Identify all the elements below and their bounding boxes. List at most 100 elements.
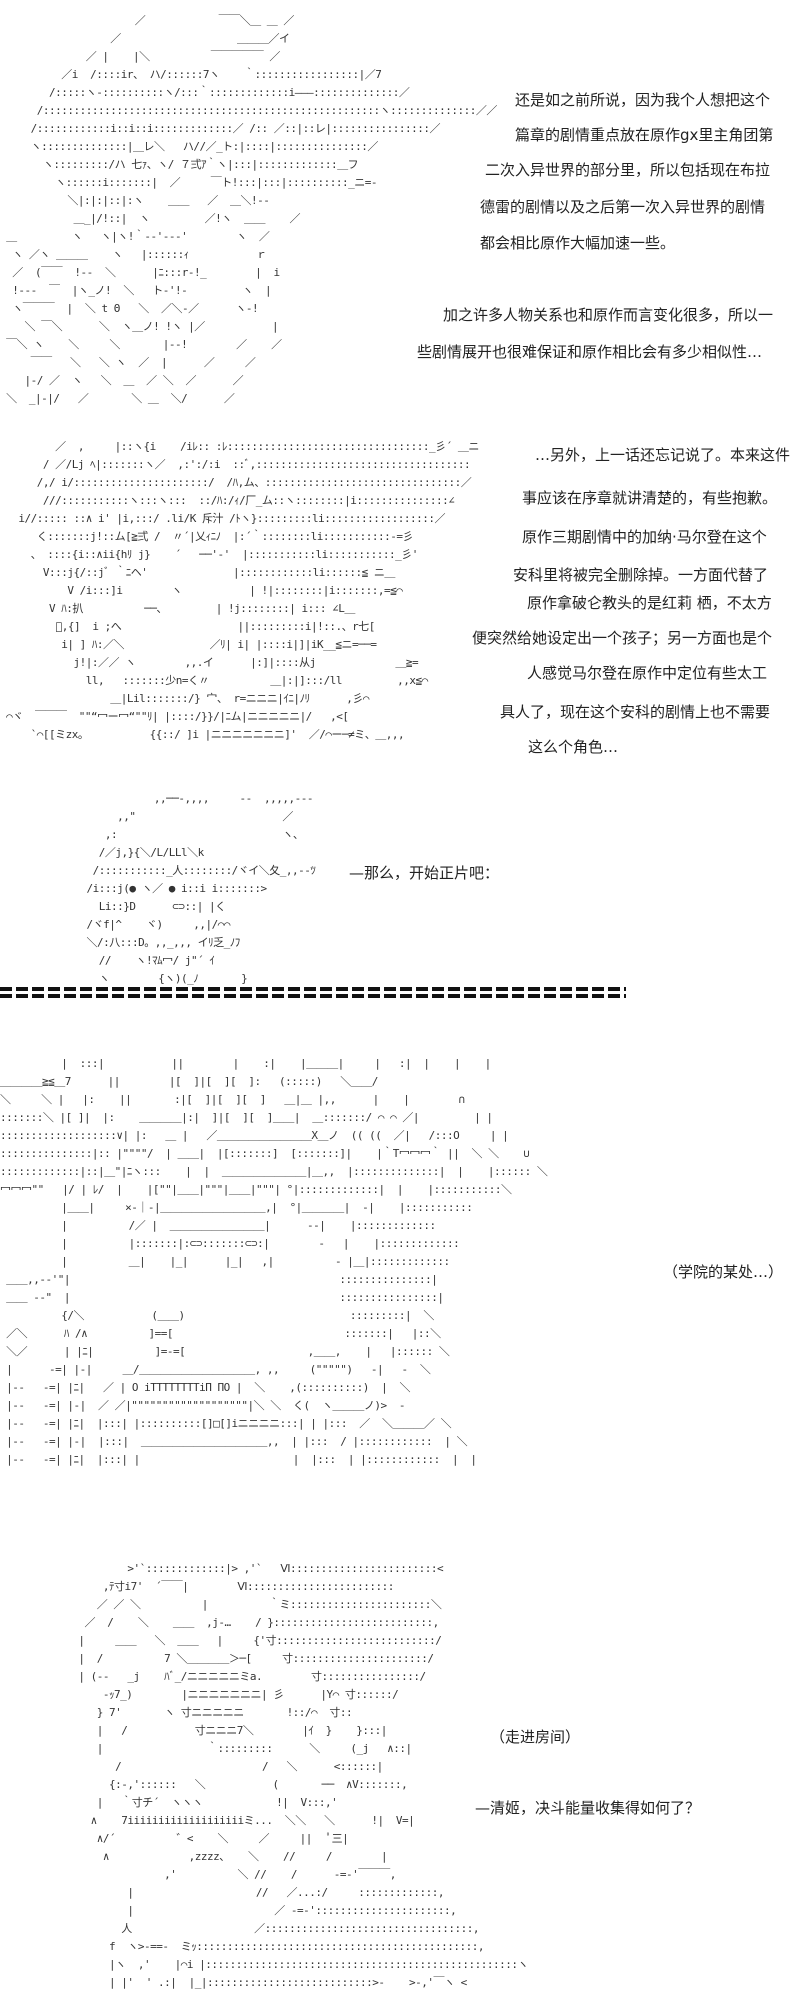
ascii-art-line: ／ (￣￣ !‐‐ ＼ |ﾆ:::r‐!_ | i [0,266,280,279]
ascii-art-line: | |' ' .:| |_|::::::::::::::::::::::::::… [60,1976,467,1989]
intro-note-line: 还是如之前所说，因为我个人想把这个 [515,91,771,109]
extra-note-line: 人感觉马尔登在原作中定位有些太工 [527,664,768,682]
ascii-art-line: ￣＼ ヽ ＼ ＼ |‐‐! ／ ／ [0,338,282,351]
extra-note-line: 安科里将被完全删除掉。一方面代替了 [513,566,769,584]
ascii-art-line: | // ／...:/ :::::::::::::, [60,1886,444,1899]
start-line: —那么，开始正片吧： [349,864,500,882]
extra-note-line: 具人了，现在这个安科的剧情上也不需要 [500,703,771,721]
ascii-art-line: |‐‐ -=| |ﾆ| |:::| |::::::::::[]□[]iニニニニ:… [0,1417,452,1430]
ascii-art-line: ／i /::::ir、 ハ/::::::7ヽ ｀::::::::::::::::… [0,68,382,81]
extra-note-line: 这么个角色… [528,738,619,756]
ascii-art-line: ￣￣ ＼ ＼ ヽ ／ | ／ ／ [0,356,256,369]
ascii-art-line: ,," ／ [62,810,293,823]
ascii-art-line: ／ / ＼ ＿＿ ,j‐… / }:::::::::::::::::::::::… [60,1616,439,1629]
ascii-art-line: /ヾf|^ ヾ) ,,|/⌒⌒ [62,918,230,931]
ascii-art-line: ／ ／ ＼ | ｀ミ:::::::::::::::::::::::＼ [60,1598,442,1611]
ascii-art-line: / ／/Lj ﾍ|:::::::ヽ／ ,:':/:i ::ﾞ,:::::::::… [0,458,471,471]
intro-note-line: 都会相比原作大幅加速一些。 [480,234,676,252]
ascii-art-line: ＼ ￣＼ ＼ ヽ＿ノ! !ヽ |／ | [0,320,279,333]
ascii-art-line: | / 寸ニニニ7＼ |ｲ } }:::| [60,1724,388,1737]
ascii-art-line: ／＼ ﾊ /∧ ]==[ :::::::| |::＼ [0,1327,441,1340]
intro-note-line: 加之许多人物关系也和原作而言变化很多，所以一 [443,306,774,324]
ascii-art-line: ＼ _|‐|/ ／ ＼ ＿ ＼/ ／ [0,392,235,405]
ascii-art-line: ／ | |＼ ￣￣￣￣￣ ／ [0,50,281,63]
ascii-art-line: ＿＿＿＿≧≦＿7 || |[ ]|[ ][ ]: (:::::) ＼＿＿/ [0,1075,378,1088]
ascii-art-line: |‐/ ／ ヽ ＼ ＿ ／ ＼ ／ ／ [0,374,244,387]
ascii-art-line: ∧ ,zzzz、 ＼ // / | [60,1850,388,1863]
ascii-art-line: ／ , |::ヽ{i /iﾚ:: :ﾚ:::::::::::::::::::::… [0,440,479,453]
ascii-art-line: ヽ::::::i:::::::| ／ ￣ト!:::|:::|::::::::::… [0,176,377,189]
ascii-art-line: | ＿| |_| |_| ,| ‐ |＿|::::::::::::: [0,1255,450,1268]
ascii-art-line: ,,──‐,,,, ‐‐ ,,,,,‐‐‐ [62,792,314,805]
ascii-art-line: | |:::::::|:⊂⊃:::::::⊂⊃:| ‐ | |:::::::::… [0,1237,460,1250]
ascii-art-line: {:‐,':::::: ＼ ( ── ∧V:::::::, [60,1778,408,1791]
extra-note-line: …另外，上一话还忘记说了。本来这件 [535,446,791,464]
ascii-art-line: /::::::::::::i::i::i:::::::::::::／ /:: ／… [0,122,441,135]
ascii-art-line: /i:::j(● ヽ／ ● i::i i:::::::> [62,882,267,895]
ascii-art-line: V:::j{/::jﾞ ｀ﾆヘ' |::::::::::::li::::::≦ … [0,566,396,579]
ascii-art-line: {/＼ (＿＿) :::::::::| ＼ [0,1309,434,1322]
ascii-art-line: | / 7 ＼＿＿＿＿＞─[ 寸::::::::::::::::::::::/ [60,1652,434,1665]
ascii-art-line: ＿ ヽ ヽ|ヽ!｀‐‐'-‐-' ヽ ／ [0,230,270,243]
ascii-art-line: V /i:::]i ヽ | !|::::::::|i:::::::,=≦⌒ [0,584,403,597]
ascii-art-line: | ｀寸チ´ ヽヽヽ !| V:::,' [60,1796,338,1809]
ascii-art-line: 、 ::::{i::∧ii{hﾘ j} ´ ──'‐' |:::::::::::… [0,548,419,561]
ascii-art-line: ///:::::::::::ヽ:::ヽ::: ::/ﾊ:/ｨ/厂_ム::ヽ:::… [0,494,455,507]
intro-note-line: 德雷的剧情以及之后第一次入异世界的剧情 [480,198,766,216]
intro-note-line: 二次入异世界的部分里，所以包括现在布拉 [485,161,771,179]
ascii-art-line: } 7' ヽ 寸ニニニニニ !::/⌒ 寸:: [60,1706,353,1719]
section-divider [0,987,626,1001]
ascii-art-line: | ＿＿ ＼ ＿＿ | {'寸:::::::::::::::::::::::::… [60,1634,442,1647]
ascii-art-line: ＿＿,,‐‐'"| :::::::::::::::| [0,1273,438,1286]
enter-caption: （走进房间） [490,1728,581,1746]
ascii-art-line: ヽ￣￣￣ | ＼ t Θ ＼ ／＼‐／ ヽ‐! [0,302,259,315]
ascii-art-line: j!|:／／ ヽ ,,.イ |:]|::::从j ＿≧= [0,656,419,669]
ascii-art-line: ＿|Lil:::::::/} 宀、 r=ニニニ|ｲﾆ|ﾉﾘ ,彡⌒ [0,692,370,705]
extra-note-line: 原作三期剧情中的加纳·马尔登在这个 [522,528,767,546]
ascii-art-line: ヽ {ヽ)(_ﾉ } [62,972,248,985]
ascii-art-line: 冖冖冖"" |/ | ﾚ/ | |[""|＿＿|"""|＿＿|"""| °|::… [0,1183,512,1196]
extra-note-line: 原作拿破仑教头的是红莉 栖，不太方 [527,594,772,612]
ascii-art-line: ⌒ヾ ￣￣￣ ""“冖ー冖“""ﾘ| |::::/}}/|ﾆム|ニニニニニ|/ … [0,710,349,723]
intro-note-line: 些剧情展开也很难保证和原作相比会有多少相似性… [417,343,763,361]
ascii-art-line: ∧ 7iiiiiiiiiiiiiiiiiiiミ... ＼＼ ＼ !| V=| [60,1814,415,1827]
extra-note-line: 便突然给她设定出一个孩子；另一方面也是个 [472,629,773,647]
school-scene-ascii-art: | :::| || | :| |＿＿＿| | :| | | |＿＿＿＿≧≦＿7 … [0,1055,548,1469]
ascii-art-line: /:::::::::::::::::::::::::::::::::::::::… [0,104,498,117]
dialogue-line: —清姬，决斗能量收集得如何了？ [475,1799,701,1817]
extra-note-line: 事应该在序章就讲清楚的，有些抱歉。 [522,489,778,507]
ascii-art-line: ／ ￣￣＼＿ ＿ ／ [0,14,295,27]
scene-caption: （学院的某处…） [663,1263,784,1281]
ascii-art-line: ＼／ | |ﾆ| ]=-=[ ,＿＿, | |:::::: ＼ [0,1345,450,1358]
ascii-art-line: ＿＿ ‐‐" | ::::::::::::::::| [0,1291,444,1304]
ascii-art-line: ／ ＿＿＿／イ [0,32,290,45]
ascii-art-line: :::::::::::::::::::∨| |: ＿ | ／＿＿＿＿＿＿＿＿＿X… [0,1129,509,1142]
ascii-art-line: V ﾊ:扒 ──、 | !j::::::::| i::: ∠L＿ [0,602,355,615]
ascii-art-line: ヽ::::::::::::::|＿レ＼ ハ//／_ト:|::::|:::::::… [0,140,379,153]
ascii-art-line: i| ] ﾊ:／＼ ／ﾘ| i| |::::i|]|iK__≦ニ=──= [0,638,377,651]
ascii-art-line: |‐‐ -=| |‐| ／ ／|"""""""""""""""""""|＼ ＼ … [0,1399,406,1412]
ascii-art-line: :::::::::::::|::|＿"|ﾆヽ::: | | ＿＿＿＿＿＿＿＿|＿… [0,1165,548,1178]
ascii-art-line: /／j,}{＼/L/LLl＼k [62,846,204,859]
ascii-art-line: |‐‐ -=| |‐| |:::| ＿＿＿＿＿＿＿＿＿＿＿＿,, | |::: … [0,1435,468,1448]
ascii-art-line: ヽ ／ヽ ＿＿＿ ヽ |::::::ｨ ｒ [0,248,267,261]
ascii-art-line: | (‐‐ _j ﾊﾞ_/ニニニニニミa. 寸::::::::::::::::/ [60,1670,426,1683]
ascii-art-line: ＼|:|:|::|:ヽ ＿＿ ／ ＿＼!‐‐ [0,194,270,207]
ascii-art-line: !‐‐‐ ￣ |ヽ_ノ! ＼ ト‐'!‐ ヽ | [0,284,272,297]
ascii-art-line: |ヽ ,' |⌒i |:::::::::::::::::::::::::::::… [60,1958,528,1971]
girl-ascii-art: ／ , |::ヽ{i /iﾚ:: :ﾚ:::::::::::::::::::::… [0,438,479,744]
ascii-art-line: |‐‐ -=| |ﾆ| |:::| | | |::: | |::::::::::… [0,1453,477,1466]
ascii-art-line: | :::| || | :| |＿＿＿| | :| | | | [0,1057,491,1070]
ascii-art-line: |‐‐ -=| |ﾆ| ／ | O iTTTTTTTTiΠ ΠO | ＼ ,(:… [0,1381,410,1394]
ascii-art-line: / / ＼ <::::::| [60,1760,383,1773]
ascii-art-line: ,ﾃ寸i7' ´￣￣| Ⅵ:::::::::::::::::::::::: [60,1580,395,1593]
ascii-art-line: :::::::::::::::|:: |""""/ | ＿＿| |[::::::… [0,1147,530,1160]
ascii-art-line: /:::::::::::_人::::::::/ヾイ＼夂_,,‐‐ﾂ [62,864,316,877]
ascii-art-line: |＿＿| ×‐｜‐|＿＿＿＿＿＿＿＿＿＿,| °|＿＿＿＿| ‐| |:::::… [0,1201,473,1214]
ascii-art-line: 人 ／::::::::::::::::::::::::::::::::::, [60,1922,479,1935]
ascii-art-line: ∧/´ ゛< ＼ ／ || ﾟ三| [60,1832,349,1845]
ascii-art-line: ,: ヽ、 [62,828,304,841]
ascii-art-line: /:::::ヽ‐::::::::::ヽ/:::｀:::::::::::::i――… [0,86,410,99]
ascii-art-line: >'`:::::::::::::|> ,'` Ⅵ::::::::::::::::… [60,1562,444,1575]
ascii-art-line: :::::::＼ |[ ]| |: ＿＿＿＿|:| ]|[ ][ ]＿＿| ＿:… [0,1111,493,1124]
